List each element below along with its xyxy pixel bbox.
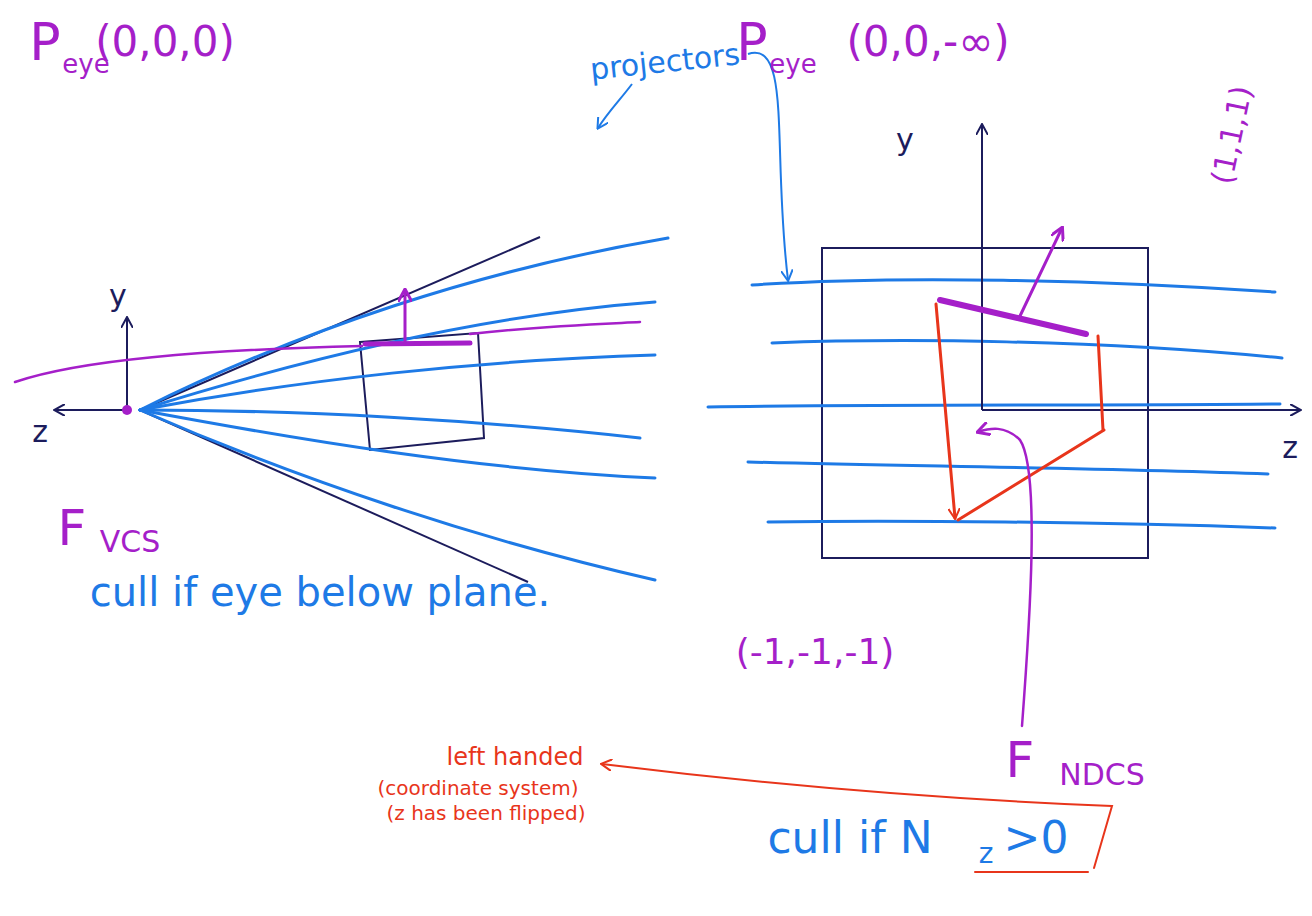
axis-label: y xyxy=(896,125,914,155)
rule-note: cull if N xyxy=(767,816,932,860)
ndcs-polygon-plane xyxy=(940,228,1086,726)
callout-label: projectors xyxy=(589,39,742,85)
point-name: P xyxy=(29,16,60,68)
side-note: (z has been flipped) xyxy=(386,803,585,823)
point-name: P xyxy=(736,16,767,68)
ndcs-flipped-frustum xyxy=(936,304,1104,520)
side-note: (coordinate system) xyxy=(378,778,579,798)
axis-label: z xyxy=(1282,433,1298,463)
point-coordinates: (0,0,0) xyxy=(95,21,235,63)
rule-note: cull if eye below plane. xyxy=(90,572,551,612)
frame-subscript: NDCS xyxy=(1059,760,1145,790)
axis-label: y xyxy=(109,281,127,311)
frame-subscript: VCS xyxy=(100,527,161,557)
projectors-leaders xyxy=(598,53,788,280)
vcs-polygon-plane xyxy=(15,290,640,415)
left-handed-arrow xyxy=(602,764,1112,872)
frame-name: F xyxy=(58,503,87,553)
frame-name: F xyxy=(1006,735,1035,785)
ndcs-cube xyxy=(822,248,1148,558)
ndcs-axes xyxy=(982,125,1300,410)
ndcs-projectors xyxy=(708,280,1282,528)
corner-coordinates: (1,1,1) xyxy=(1207,83,1257,187)
vcs-projectors xyxy=(140,238,668,580)
axis-label: z xyxy=(32,417,48,447)
point-subscript: eye xyxy=(769,51,816,77)
corner-coordinates: (-1,-1,-1) xyxy=(736,634,895,670)
point-coordinates: (0,0,-∞) xyxy=(846,21,1009,63)
rule-note: >0 xyxy=(1004,816,1069,860)
side-note: left handed xyxy=(447,745,584,769)
rule-subscript: z xyxy=(979,840,994,868)
